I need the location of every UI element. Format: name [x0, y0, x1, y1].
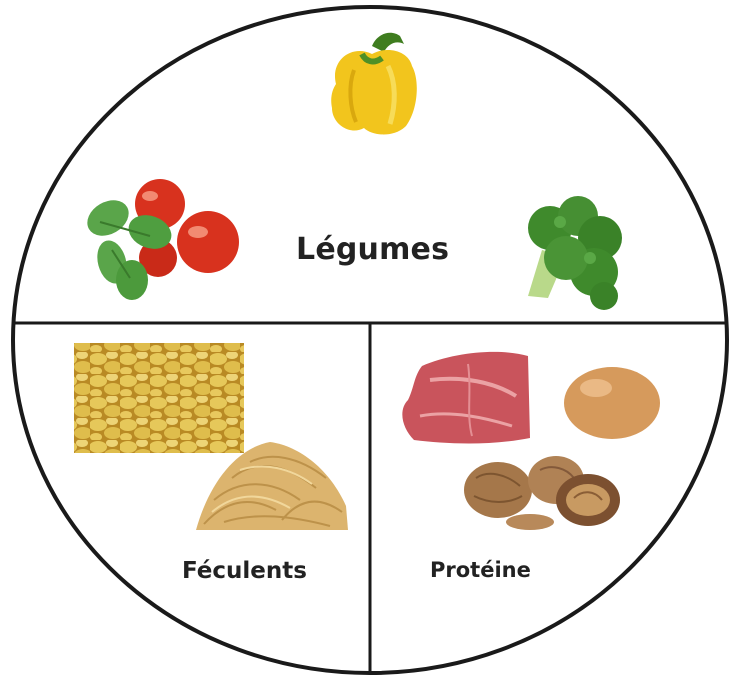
- section-label-feculents: Féculents: [182, 558, 307, 584]
- section-label-proteine: Protéine: [430, 558, 531, 582]
- section-label-legumes: Légumes: [296, 232, 449, 267]
- egg-icon: [564, 367, 660, 439]
- potatoes-icon: [74, 343, 244, 453]
